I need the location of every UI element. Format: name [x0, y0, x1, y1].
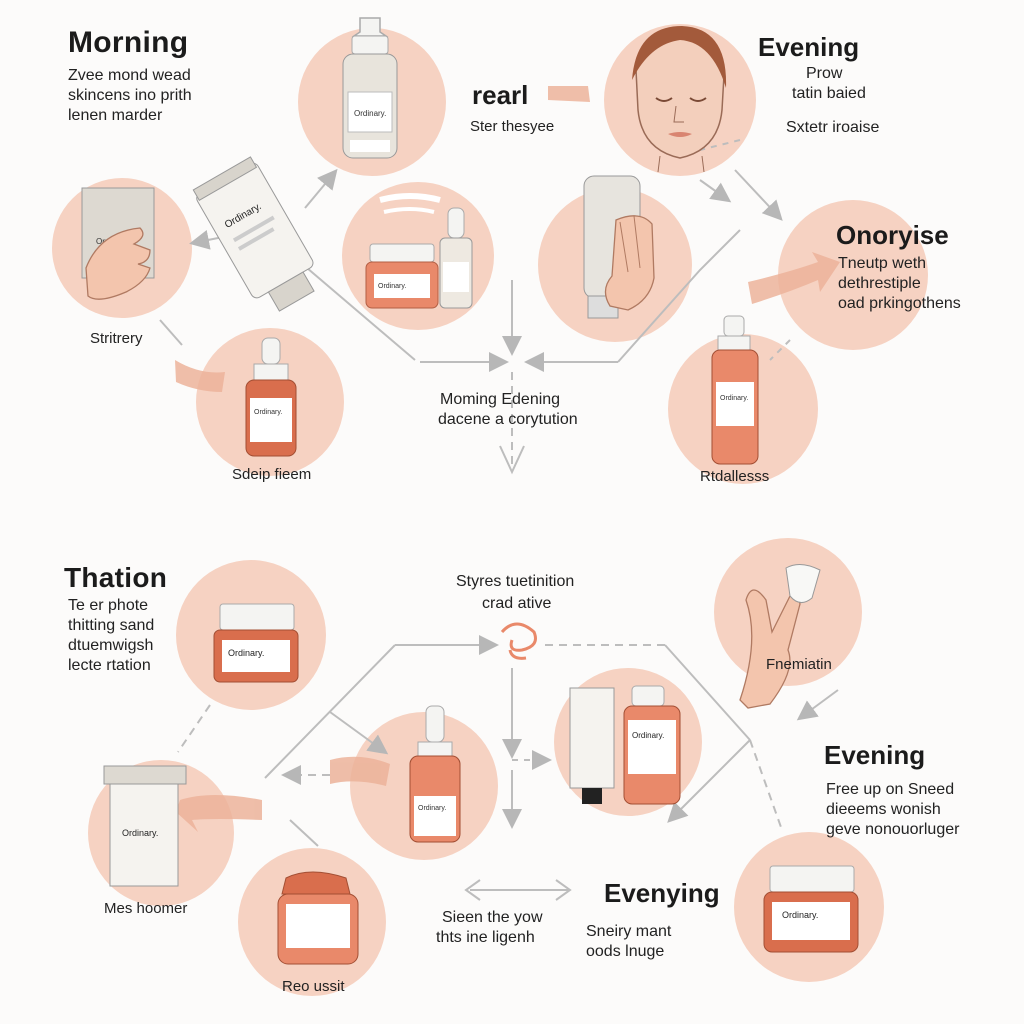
center-bottom-line-2: thts ine ligenh [436, 929, 535, 946]
thation-line-3: dtuemwigsh [68, 637, 154, 654]
label-fnemiatin: Fnemiatin [766, 656, 832, 673]
svg-text:Ordinary.: Ordinary. [122, 828, 158, 838]
peach-arrows [175, 86, 840, 832]
label-sdeip-fieem: Sdeip fieem [232, 466, 312, 483]
dropper-bottom-center: Ordinary. [409, 705, 461, 843]
onoryise-text: Tneutp weth dethrestiple oad prkingothen… [838, 254, 961, 314]
center-bottom-line-1: Sieen the yow [442, 909, 543, 926]
center-note-line-2: dacene a corytution [438, 411, 578, 428]
thation-title: Thation [64, 562, 168, 593]
thation-text: Te er phote thitting sand dtuemwigsh lec… [68, 596, 154, 676]
evening-title-top: Evening [758, 32, 860, 62]
white-tub: Ordinary. [103, 765, 187, 887]
label-rtdallesss: Rtdallesss [700, 468, 770, 485]
tube-hand: Orm. [81, 187, 155, 300]
svg-text:Ordinary.: Ordinary. [228, 648, 264, 658]
jar-orange-bottom: Ordinary. [213, 603, 299, 683]
evening-title-bottom: Evening [824, 740, 926, 770]
jar-and-dropper: Ordinary. [365, 193, 473, 309]
thation-line-4: lecte rtation [68, 657, 151, 674]
morning-title: Morning [68, 26, 189, 59]
evening-top-line-1: Prow [806, 65, 843, 82]
svg-text:Ordinary.: Ordinary. [418, 805, 446, 812]
tube-and-bottle: Ordinary. [569, 685, 681, 805]
label-reo-ussit: Reo ussit [282, 978, 345, 995]
jar-right: Ordinary. [763, 865, 859, 953]
bottle-in-hand [583, 175, 655, 319]
connector-lines-bottom [177, 635, 839, 901]
morning-line-3: lenen marder [68, 107, 163, 124]
center-small-caption: Ster thesyee [470, 118, 555, 135]
evening-bottom-text: Free up on Sneed dieeems wonish geve non… [826, 780, 959, 840]
svg-text:Ordinary.: Ordinary. [378, 283, 406, 290]
tall-bottle: Ordinary. [711, 315, 759, 465]
evenying-title: Evenying [604, 878, 720, 908]
svg-text:Ordinary.: Ordinary. [632, 731, 664, 740]
evening-bottom-line-1: Free up on Sneed [826, 781, 955, 798]
onoryise-line-1: Tneutp weth [838, 255, 927, 272]
svg-text:Ordinary.: Ordinary. [254, 409, 282, 416]
center-top-line-1: Styres tuetinition [456, 573, 575, 590]
onoryise-line-2: dethrestiple [838, 275, 921, 292]
hand-with-cap [739, 564, 821, 709]
center-small-title: rearl [472, 80, 529, 110]
label-mes-hoomer: Mes hoomer [104, 900, 188, 917]
face-illustration [632, 26, 727, 173]
center-top-line-2: crad ative [482, 595, 552, 612]
connector-lines-top [159, 139, 791, 475]
thation-line-2: thitting sand [68, 617, 155, 634]
onoryise-line-3: oad prkingothens [838, 295, 961, 312]
evening-bottom-line-2: dieeems wonish [826, 801, 941, 818]
onoryise-title: Onoryise [836, 220, 949, 250]
morning-line-2: skincens ino prith [68, 87, 192, 104]
dropper-bottle-orange: Ordinary. [245, 337, 297, 457]
center-note-line-1: Moming Edening [440, 391, 561, 408]
swirl-icon [500, 622, 537, 660]
serum-bottle: Ordinary. [342, 17, 398, 159]
evenying-line-1: Sneiry mant [586, 923, 672, 940]
evening-top-caption: Sxtetr iroaise [786, 119, 880, 136]
svg-text:Ordinary.: Ordinary. [782, 910, 818, 920]
evenying-line-2: oods lnuge [586, 943, 665, 960]
morning-line-1: Zvee mond wead [68, 67, 191, 84]
evening-top-line-2: tatin baied [792, 85, 866, 102]
squeeze-tube: Ordinary. [192, 156, 315, 312]
orange-jar [277, 871, 359, 965]
svg-text:Ordinary.: Ordinary. [354, 109, 386, 118]
thation-line-1: Te er phote [68, 597, 149, 614]
morning-text: Zvee mond wead skincens ino prith lenen … [68, 66, 192, 126]
svg-text:Ordinary.: Ordinary. [720, 395, 748, 402]
label-stritrery: Stritrery [90, 330, 143, 347]
evening-bottom-line-3: geve nonouorluger [826, 821, 960, 838]
